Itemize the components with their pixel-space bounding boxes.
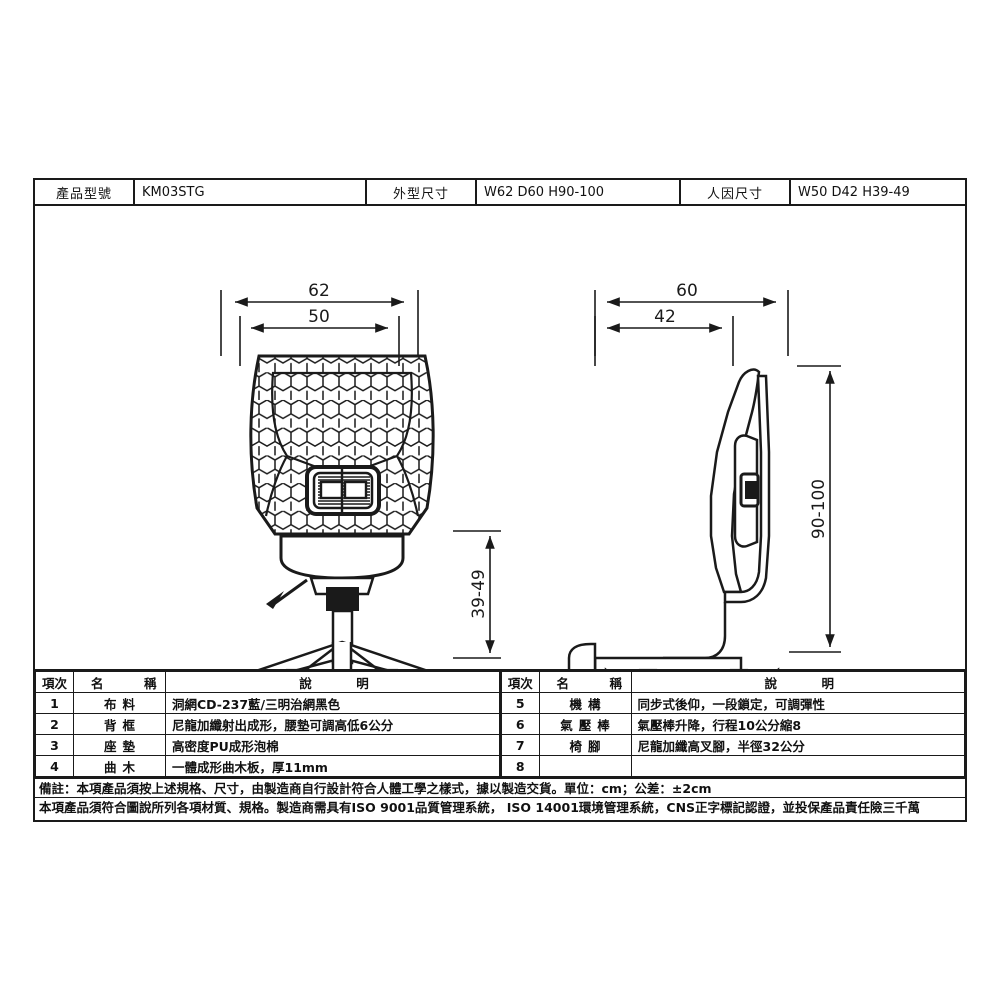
col-header-desc: 說 明: [630, 671, 965, 693]
ergonomic-dimension-label: 人因尺寸: [681, 180, 791, 204]
seat-height-dimension: [453, 530, 501, 659]
front-view-drawing: [249, 354, 435, 669]
row-desc: 尼龍加纖射出成形，腰墊可調高低6公分: [165, 713, 500, 735]
row-no: 3: [35, 734, 74, 756]
drawing-sheet: 產品型號 KM03STG 外型尺寸 W62 D60 H90-100 人因尺寸 W…: [33, 178, 967, 822]
note-line-2: 本項產品須符合圖說所列各項材質、規格。製造商需具有ISO 9001品質管理系統，…: [35, 797, 965, 817]
col-header-no: 項次: [35, 671, 74, 693]
outer-dimension-value: W62 D60 H90-100: [477, 180, 681, 204]
col-header-name: 名 稱: [73, 671, 166, 693]
outer-dimension-label: 外型尺寸: [367, 180, 477, 204]
col-header-name: 名 稱: [538, 671, 632, 693]
specification-tables: 項次 名 稱 說 明 1 布料 洞網CD-237藍/三明治網黑色 2 背框 尼龍…: [35, 669, 965, 777]
side-view-dimensions: [594, 290, 789, 366]
table-row: 5 機構 同步式後仰，一段鎖定，可調彈性: [500, 692, 965, 714]
row-desc: 氣壓棒升降，行程10公分縮8: [630, 713, 965, 735]
row-name: 布料: [73, 692, 166, 714]
row-name: 氣壓棒: [538, 713, 632, 735]
row-no: 5: [500, 692, 540, 714]
row-name: 背框: [73, 713, 166, 735]
table-row: 2 背框 尼龍加纖射出成形，腰墊可調高低6公分: [35, 713, 500, 735]
row-desc: [630, 755, 965, 777]
ergonomic-dimension-value: W50 D42 H39-49: [798, 184, 910, 200]
table-row: 1 布料 洞網CD-237藍/三明治網黑色: [35, 692, 500, 714]
table-row: 3 座墊 高密度PU成形泡棉: [35, 734, 500, 756]
row-no: 2: [35, 713, 74, 735]
note-line-1: 備註：本項產品須按上述規格、尺寸，由製造商自行設計符合人體工學之樣式，據以製造交…: [35, 777, 965, 797]
row-name: 椅腳: [538, 734, 632, 756]
table-row: 7 椅腳 尼龍加纖高叉腳，半徑32公分: [500, 734, 965, 756]
row-name: [538, 755, 632, 777]
row-no: 6: [500, 713, 540, 735]
lumbar-support-detail: [305, 465, 381, 516]
overall-height-dimension: [789, 365, 841, 653]
front-view-dimensions: [220, 290, 419, 366]
side-inner-depth-label: 42: [654, 307, 676, 327]
row-name: 座墊: [73, 734, 166, 756]
model-label: 產品型號: [35, 180, 135, 204]
col-header-no: 項次: [500, 671, 540, 693]
row-no: 4: [35, 755, 74, 777]
spec-header-row: 產品型號 KM03STG 外型尺寸 W62 D60 H90-100 人因尺寸 W…: [35, 180, 965, 206]
row-no: 1: [35, 692, 74, 714]
model-value: KM03STG: [135, 180, 367, 204]
spec-table-right: 項次 名 稱 說 明 5 機構 同步式後仰，一段鎖定，可調彈性 6 氣壓棒 氣壓…: [500, 671, 965, 777]
spec-table-left: 項次 名 稱 說 明 1 布料 洞網CD-237藍/三明治網黑色 2 背框 尼龍…: [35, 671, 500, 777]
row-desc: 高密度PU成形泡棉: [165, 734, 500, 756]
table-row: 4 曲木 一體成形曲木板，厚11mm: [35, 755, 500, 777]
row-desc: 尼龍加纖高叉腳，半徑32公分: [630, 734, 965, 756]
side-outer-depth-label: 60: [676, 281, 698, 301]
row-no: 8: [500, 755, 540, 777]
technical-drawing-canvas: 62 50 39-49: [35, 206, 965, 669]
table-header-row: 項次 名 稱 說 明: [35, 671, 500, 693]
row-desc: 一體成形曲木板，厚11mm: [165, 755, 500, 777]
table-row: 8: [500, 755, 965, 777]
side-view-drawing: [567, 368, 780, 669]
front-outer-width-label: 62: [308, 281, 330, 301]
table-header-row: 項次 名 稱 說 明: [500, 671, 965, 693]
row-no: 7: [500, 734, 540, 756]
table-row: 6 氣壓棒 氣壓棒升降，行程10公分縮8: [500, 713, 965, 735]
overall-height-label: 90-100: [809, 479, 829, 539]
front-inner-width-label: 50: [308, 307, 330, 327]
row-name: 曲木: [73, 755, 166, 777]
seat-height-label: 39-49: [469, 569, 489, 618]
col-header-desc: 說 明: [165, 671, 500, 693]
row-name: 機構: [538, 692, 632, 714]
row-desc: 同步式後仰，一段鎖定，可調彈性: [630, 692, 965, 714]
row-desc: 洞網CD-237藍/三明治網黑色: [165, 692, 500, 714]
